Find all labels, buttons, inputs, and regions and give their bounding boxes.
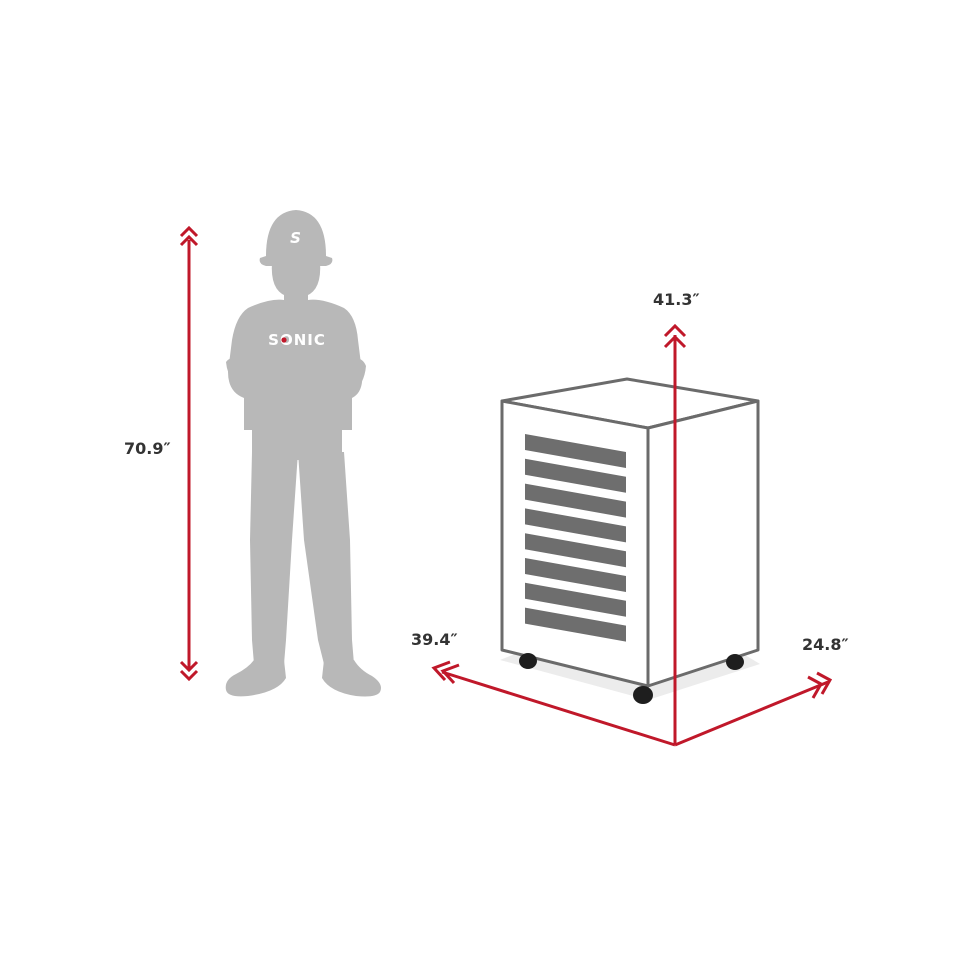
cabinet-height-label: 41.3″ <box>653 290 700 309</box>
head <box>271 262 321 296</box>
logo-red-dot <box>281 337 287 343</box>
left-leg <box>250 452 298 664</box>
drawer-front <box>525 582 626 617</box>
drawer-front <box>525 458 626 493</box>
drawer-front <box>525 607 626 642</box>
person-height-label: 70.9″ <box>124 439 171 458</box>
drawer-front <box>525 483 626 518</box>
drawer-front <box>525 434 626 468</box>
drawer-front <box>525 508 626 543</box>
right-boot <box>322 660 381 697</box>
double-chevron-arrow-icon <box>431 660 460 685</box>
person-silhouette: S SONIC <box>225 210 381 697</box>
cabinet-drawers <box>525 434 626 642</box>
drawer-front <box>525 533 626 568</box>
caster-front-right <box>633 686 653 704</box>
left-boot <box>225 660 286 697</box>
cabinet-width-line <box>441 670 676 747</box>
caster-back-right <box>726 654 744 670</box>
caster-front-left <box>519 653 537 669</box>
cabinet-side <box>646 399 760 688</box>
double-chevron-arrow-icon <box>807 671 833 699</box>
drawer-front <box>525 558 626 592</box>
double-chevron-arrow-icon <box>663 323 687 349</box>
person-height-dimension: 70.9″ <box>124 225 199 682</box>
cabinet-dimensions: 41.3″ 39.4″ 24.8″ <box>411 290 849 747</box>
double-chevron-arrow-icon <box>179 660 199 682</box>
double-chevron-arrow-icon <box>179 225 199 247</box>
hard-hat <box>259 210 333 266</box>
crossed-arms <box>226 357 366 400</box>
helmet-logo-mark: S <box>290 229 302 247</box>
drawer-cabinet <box>500 377 760 704</box>
cabinet-depth-label: 24.8″ <box>802 635 849 654</box>
shirt-logo-text: SONIC <box>268 331 326 349</box>
cabinet-depth-line <box>674 680 829 747</box>
cabinet-width-label: 39.4″ <box>411 630 458 649</box>
right-leg <box>298 452 354 664</box>
